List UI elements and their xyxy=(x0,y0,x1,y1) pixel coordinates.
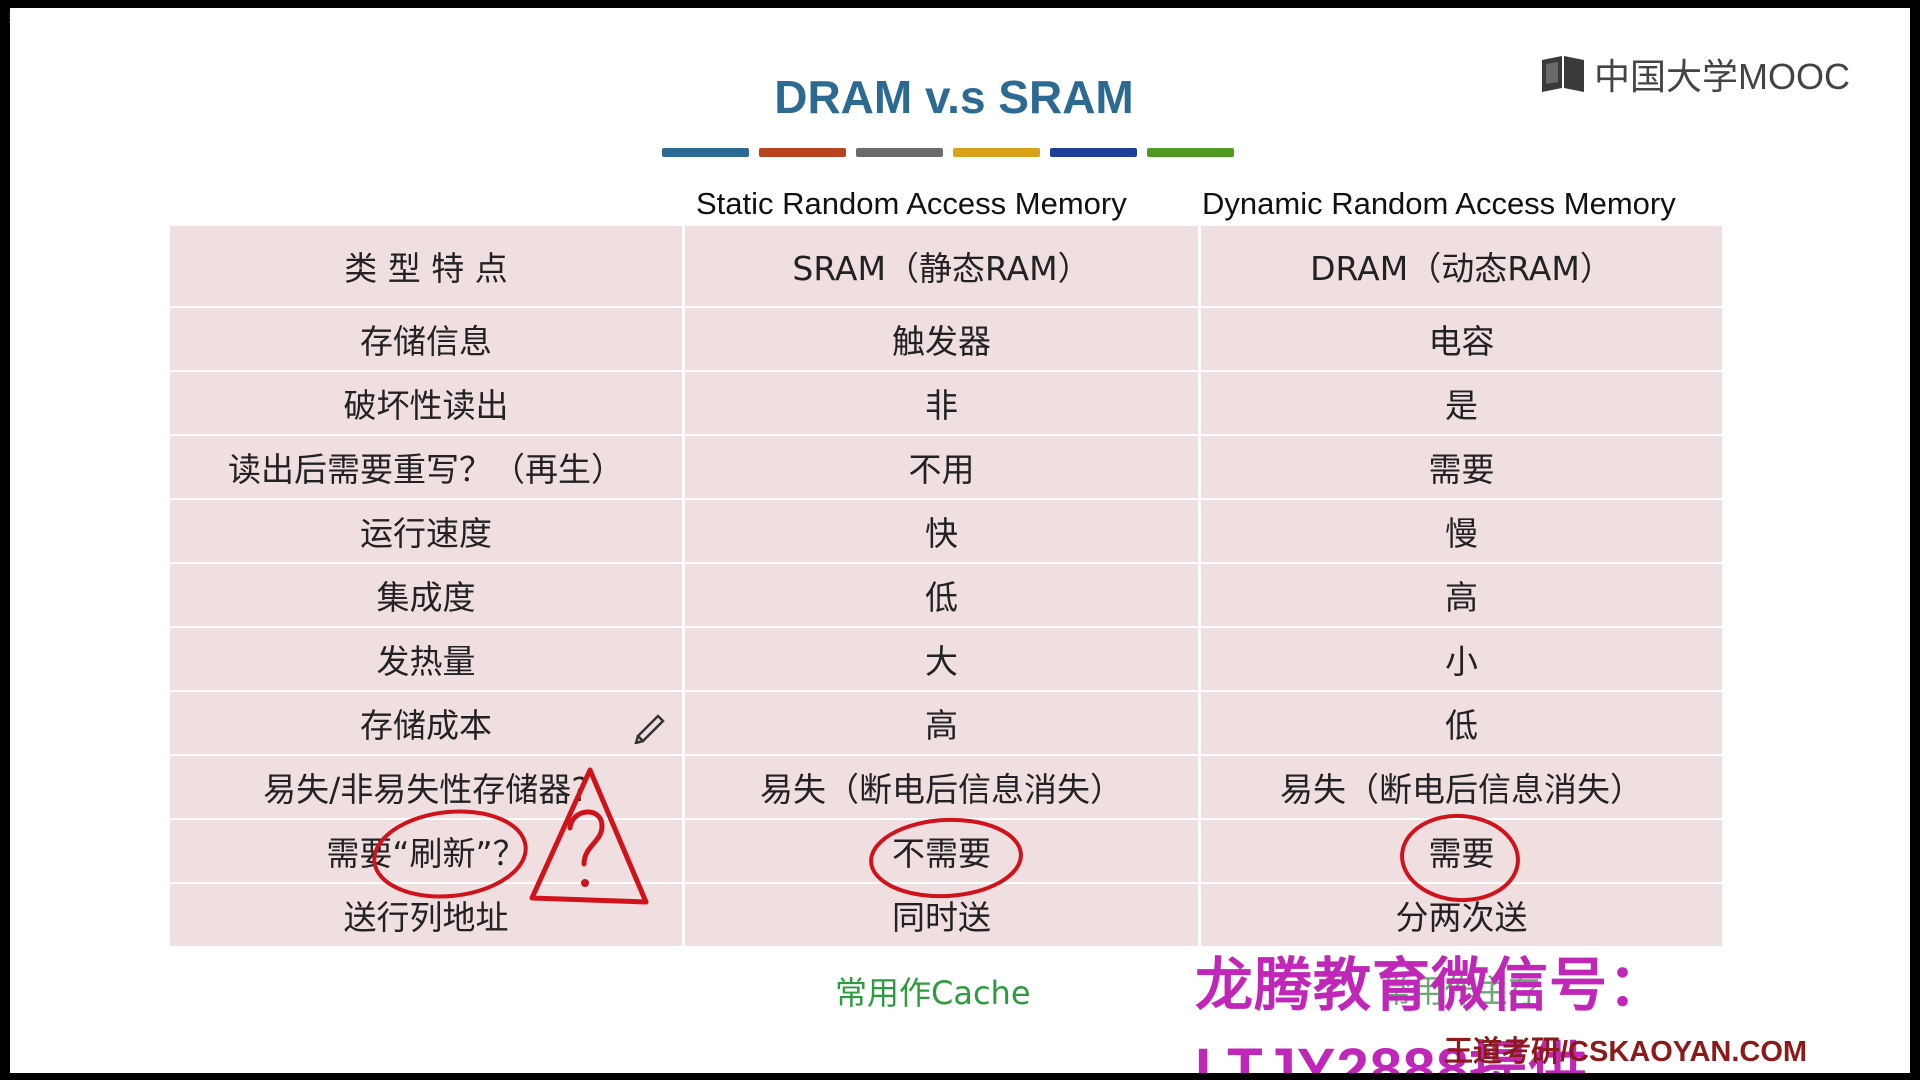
dram-cell: 小 xyxy=(1198,627,1722,692)
header-cell: DRAM（动态RAM） xyxy=(1198,226,1722,308)
sram-cell: 易失（断电后信息消失） xyxy=(682,755,1200,820)
accent-swatch xyxy=(953,148,1040,157)
sram-cell: 同时送 xyxy=(682,883,1200,948)
header-cell: SRAM（静态RAM） xyxy=(682,226,1200,308)
site-credit: 王道考研/CSKAOYAN.COM xyxy=(1444,1036,1808,1068)
dram-cell: 需要 xyxy=(1198,819,1722,884)
watermark-text: 龙腾教育微信号：LTJY2888提供 xyxy=(1195,953,1668,1073)
sram-cell: 大 xyxy=(682,627,1200,692)
accent-swatch xyxy=(1050,148,1137,157)
accent-swatch xyxy=(759,148,846,157)
dram-cell: 慢 xyxy=(1198,499,1722,564)
slide-title-text: DRAM v.s SRAM xyxy=(774,71,1134,123)
sram-caption: Static Random Access Memory xyxy=(696,186,1127,221)
table-row: 发热量 大 小 xyxy=(170,627,1722,692)
table-row: 需要“刷新”？ 不需要 需要 xyxy=(170,819,1722,884)
slide: 中国大学MOOC DRAM v.s SRAM Static Random Acc… xyxy=(10,8,1910,1073)
sram-cell: 非 xyxy=(682,371,1200,436)
sram-cell: 不需要 xyxy=(682,819,1200,884)
row-label: 存储信息 xyxy=(170,307,684,372)
table-row: 破坏性读出 非 是 xyxy=(170,371,1722,436)
mooc-logo: 中国大学MOOC xyxy=(1540,48,1850,100)
accent-swatch xyxy=(856,148,943,157)
row-label: 易失/非易失性存储器? xyxy=(170,755,684,820)
slide-title: DRAM v.s SRAM xyxy=(10,70,1910,124)
dram-cell: 需要 xyxy=(1198,435,1722,500)
table-row: 存储信息 触发器 电容 xyxy=(170,307,1722,372)
dram-caption: Dynamic Random Access Memory xyxy=(1202,186,1676,221)
accent-swatch xyxy=(662,148,749,157)
sram-cell: 高 xyxy=(682,691,1200,756)
dram-cell: 低 xyxy=(1198,691,1722,756)
header-cell: 类 型 特 点 xyxy=(170,226,684,308)
accent-color-bar xyxy=(662,148,1234,157)
sram-cell: 快 xyxy=(682,499,1200,564)
comparison-table: 类 型 特 点 SRAM（静态RAM） DRAM（动态RAM） 存储信息 触发器… xyxy=(170,226,1722,948)
dram-cell: 高 xyxy=(1198,563,1722,628)
table-row: 运行速度 快 慢 xyxy=(170,499,1722,564)
table-row: 易失/非易失性存储器? 易失（断电后信息消失） 易失（断电后信息消失） xyxy=(170,755,1722,820)
book-logo-icon xyxy=(1542,56,1584,92)
table-row: 送行列地址 同时送 分两次送 xyxy=(170,883,1722,948)
row-label: 发热量 xyxy=(170,627,684,692)
row-label: 破坏性读出 xyxy=(170,371,684,436)
row-label: 送行列地址 xyxy=(170,883,684,948)
row-label: 集成度 xyxy=(170,563,684,628)
sram-cell: 不用 xyxy=(682,435,1200,500)
row-label: 需要“刷新”？ xyxy=(170,819,684,884)
accent-swatch xyxy=(1147,148,1234,157)
dram-cell: 是 xyxy=(1198,371,1722,436)
table-row: 存储成本 高 低 xyxy=(170,691,1722,756)
table-row: 读出后需要重写？（再生） 不用 需要 xyxy=(170,435,1722,500)
logo-text: 中国大学MOOC xyxy=(1594,56,1850,97)
sram-cell: 触发器 xyxy=(682,307,1200,372)
table-row: 集成度 低 高 xyxy=(170,563,1722,628)
sram-cell: 低 xyxy=(682,563,1200,628)
sram-usage-note: 常用作Cache xyxy=(835,974,1031,1012)
row-label: 存储成本 xyxy=(170,691,684,756)
pencil-icon[interactable] xyxy=(630,708,670,744)
row-label: 运行速度 xyxy=(170,499,684,564)
dram-usage-note: 常用作主存 xyxy=(1380,972,1541,1010)
row-label: 读出后需要重写？（再生） xyxy=(170,435,684,500)
table-header-row: 类 型 特 点 SRAM（静态RAM） DRAM（动态RAM） xyxy=(170,226,1722,308)
dram-cell: 易失（断电后信息消失） xyxy=(1198,755,1722,820)
dram-cell: 电容 xyxy=(1198,307,1722,372)
